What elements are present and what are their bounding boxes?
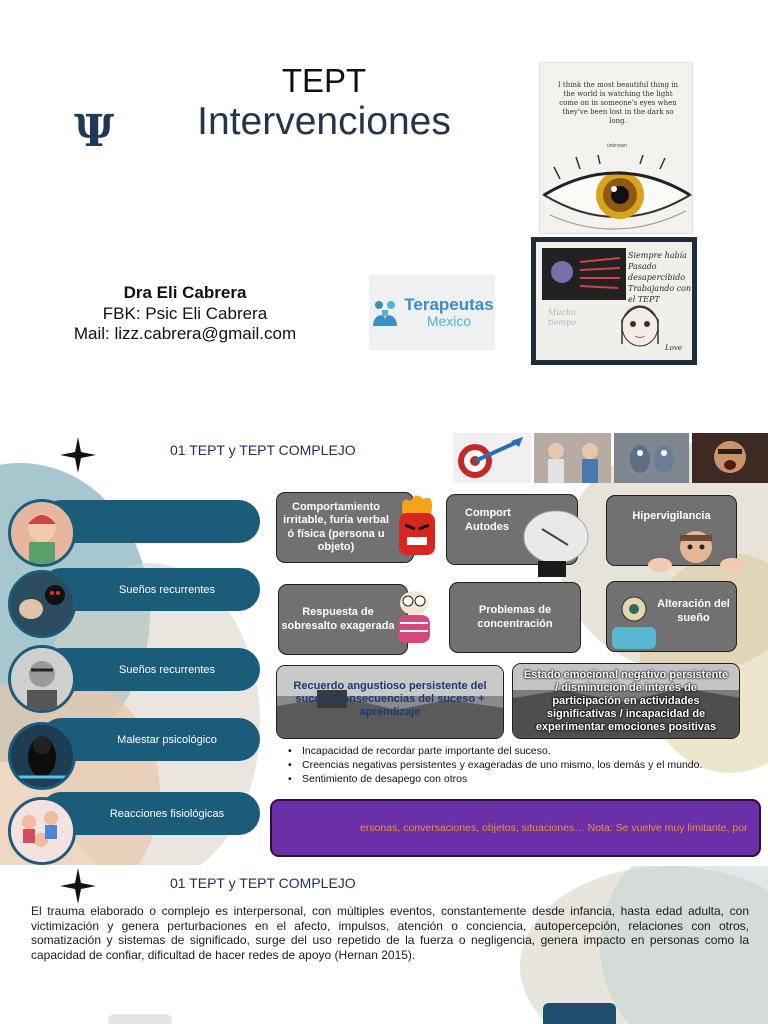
person-bw-photo [8,645,76,713]
author-name: Dra Eli Cabrera [123,283,247,302]
section-heading: 01 TEPT y TEPT COMPLEJO [170,875,356,891]
anger-character-icon [399,495,435,555]
symptom-box-negative-state: Estado emocional negativo persistente / … [512,663,740,739]
symptom-pill-5: Reacciones fisiológicas [40,792,260,835]
drawing-paper: Siempre había Pasado desapercibido Traba… [536,242,692,360]
symptom-box-label: Recuerdo angustioso persistente del suce… [293,680,487,718]
bullet-item: Incapacidad de recordar parte importante… [288,744,702,758]
slide-tept-complex: 01 TEPT y TEPT COMPLEJO El trauma elabor… [0,866,768,1024]
drawing-faint-text: Mucho tiempo [548,308,577,327]
symptom-pill-2: Sueños recurrentes [40,568,260,611]
symptom-box-label: Alteración del sueño [657,598,730,624]
author-mail: Mail: lizz.cabrera@gmail.com [73,324,297,343]
symptom-pill-1 [40,500,260,543]
sleepless-eye-character-icon [612,596,656,649]
symptom-box-label: Hipervigilancia [632,510,711,522]
symptom-pill-4: Malestar psicológico [40,718,260,761]
nightmare-image [8,570,76,638]
dart-target-image [453,433,531,483]
complex-trauma-paragraph: El trauma elaborado o complejo es interp… [31,904,749,962]
children-photo [534,433,611,483]
decor-tab [543,1003,616,1024]
author-fbk: FBK: Psic Eli Cabrera [102,303,268,323]
eye-quote-image: I think the most beautiful thing in the … [539,62,693,234]
symptom-bullet-list: Incapacidad de recordar parte importante… [288,744,702,786]
symptom-box-label: Comportamiento irritable, furia verbal ó… [283,500,389,554]
section-heading: 01 TEPT y TEPT COMPLEJO [170,442,356,458]
eye-quote-text: I think the most beautiful thing in the … [557,81,679,125]
symptom-pill-label: Malestar psicológico [117,733,217,746]
title-small: TEPT [281,62,367,99]
rubble-bw-photo [513,664,739,738]
author-block: Dra Eli Cabrera FBK: Psic Eli Cabrera Ma… [40,283,330,345]
eye-quote-signature: unknown [606,143,627,149]
symptom-pill-label: Sueños recurrentes [119,663,215,676]
girl-face-drawing-icon [621,305,659,347]
slide-title: Ψ TEPT Intervenciones Dra Eli Cabrera FB… [0,0,768,420]
shouting-man-photo [692,433,768,483]
psi-symbol: Ψ [74,106,115,157]
drawing-caption: Siempre había Pasado desapercibido Traba… [628,251,692,304]
slide-tept-symptoms: 01 TEPT y TEPT COMPLEJO [0,433,768,865]
symptom-pill-label: Sueños recurrentes [119,583,215,596]
drawing-love-text: Love [665,344,682,352]
symptom-pill-label: Reacciones fisiológicas [109,807,225,820]
avoidance-banner-text: ersonas, conversaciones, objetos, situac… [360,822,748,834]
symptom-box-irritable: Comportamiento irritable, furia verbal ó… [276,492,414,563]
landscape-bw-photo [277,666,503,738]
peeking-man-icon [648,531,744,572]
logo-line1: Terapeutas [404,294,494,314]
dark-figure-image [8,722,76,790]
symptom-box-label: Respuesta de sobresalto exagerada [281,606,395,632]
sparkle-icon [60,868,96,904]
symptom-box-persistent-memory: Recuerdo angustioso persistente del suce… [276,665,504,739]
symptom-box-hypervigilance: Hipervigilancia [606,495,737,566]
symptom-box-startle: Respuesta de sobresalto exagerada [278,584,408,655]
bullet-item: Sentimiento de desapego con otros [288,772,702,786]
logo-text: Terapeutas Mexico [404,294,494,329]
tept-drawing-image: Siempre había Pasado desapercibido Traba… [531,237,697,365]
eye-drawing-icon [542,155,692,230]
symptom-box-label: Comport Autodes [465,507,511,533]
symptom-box-concentration: Problemas de concentración [449,582,581,653]
animated-characters-image [614,433,689,483]
puzzle-people-icon [373,300,398,326]
symptom-box-label: Estado emocional negativo persistente / … [523,669,729,733]
bullet-item: Creencias negativas persistentes y exage… [288,758,702,772]
lightbulb-image [523,510,589,577]
avoidance-banner: ersonas, conversaciones, objetos, situac… [270,799,761,857]
decor-blob [600,866,768,1024]
terapeutas-logo: Terapeutas Mexico [369,275,495,350]
title-large: Intervenciones [197,100,451,143]
symptom-pill-3: Sueños recurrentes [40,648,260,691]
scared-dog-icon [398,591,430,643]
decor-tab [108,1014,172,1024]
logo-line2: Mexico [426,312,472,329]
reactions-cartoon-image [8,797,76,865]
dark-panel-drawing-icon [542,248,626,300]
symptom-box-label: Problemas de concentración [477,604,553,630]
sparkle-icon [60,437,96,473]
avatar-cartoon-image [8,499,76,567]
